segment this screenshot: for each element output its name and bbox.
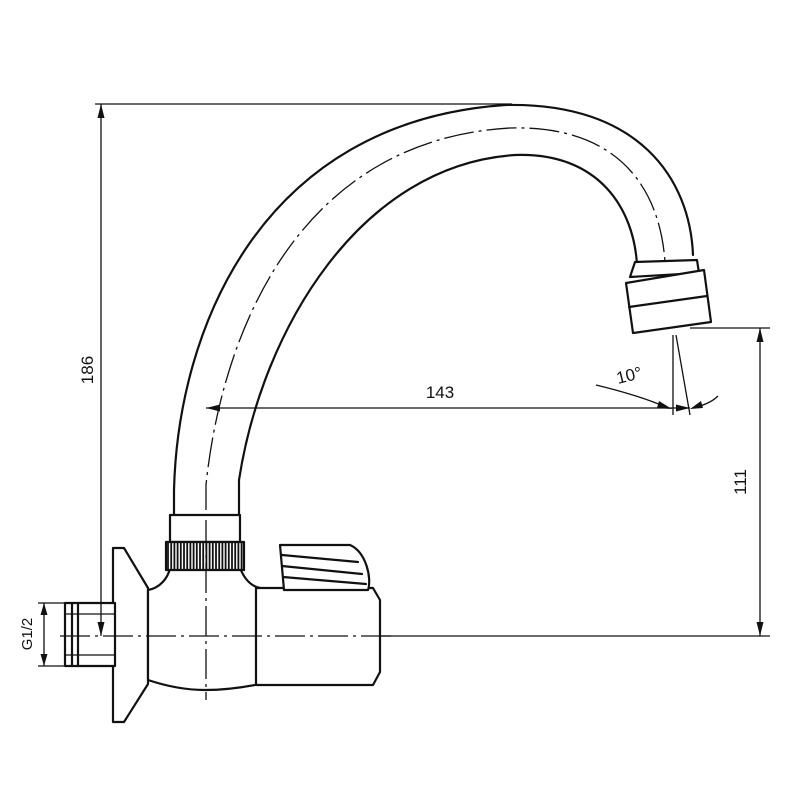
wall-flange	[111, 546, 150, 724]
threaded-inlet	[63, 601, 117, 668]
dimension-thread-size: G1/2	[19, 602, 66, 667]
dimension-spout-reach: 143	[206, 383, 690, 412]
dimension-total-height: 186	[78, 103, 512, 636]
label-outlet-height: 111	[731, 469, 750, 495]
aerator	[624, 258, 713, 335]
label-thread-size: G1/2	[19, 618, 36, 651]
valve-handle	[254, 543, 382, 687]
union-nut	[164, 513, 246, 572]
valve-body	[146, 566, 262, 692]
label-spout-angle: 10°	[614, 363, 644, 388]
dimension-spout-angle: 10°	[595, 334, 719, 416]
spout	[172, 103, 695, 517]
axis-lines	[60, 520, 395, 700]
dimension-outlet-height: 111	[380, 327, 770, 637]
label-total-height: 186	[78, 356, 97, 384]
label-spout-reach: 143	[426, 383, 454, 402]
